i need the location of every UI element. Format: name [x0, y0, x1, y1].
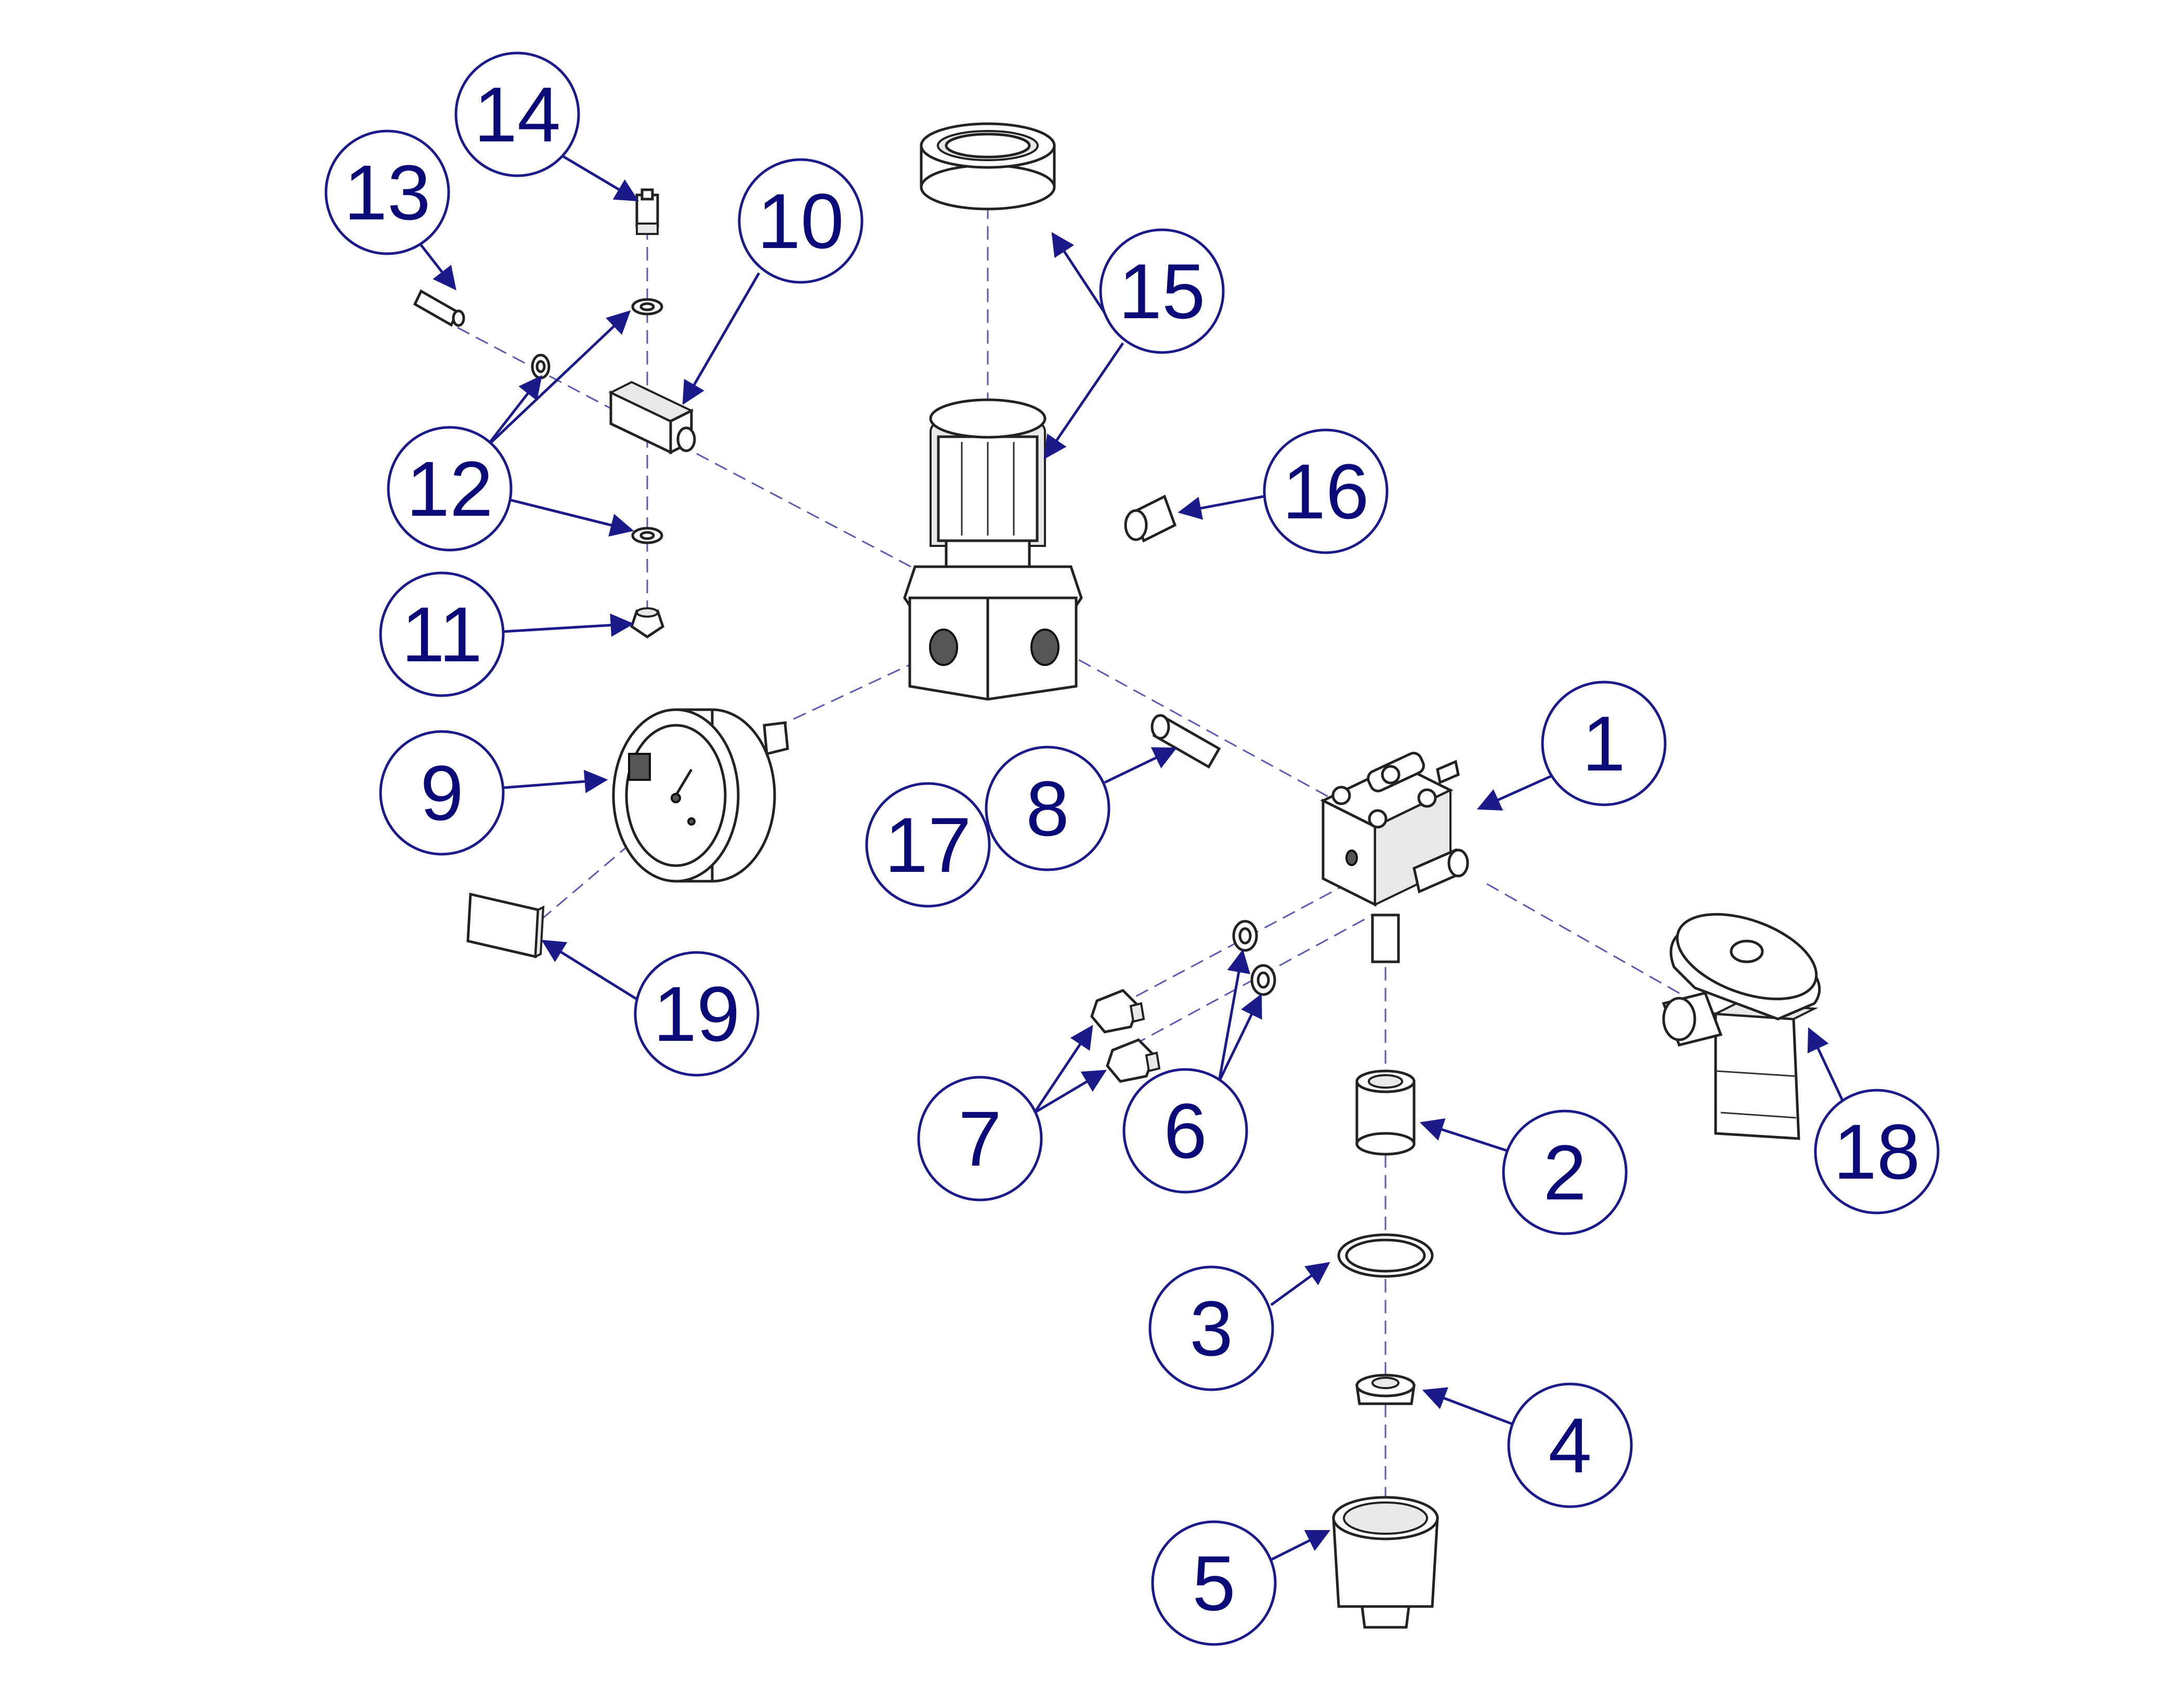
- part-16-plug: [1124, 494, 1177, 543]
- part-5-bowl: [1332, 1496, 1439, 1629]
- part-1-valve-block: [1320, 752, 1469, 963]
- part-8-nipple: [1150, 714, 1221, 769]
- part-4-fitting: [1355, 1374, 1416, 1405]
- callout-10: 10: [738, 158, 864, 284]
- part-12-washers: [531, 298, 663, 544]
- callout-13: 13: [324, 129, 450, 255]
- callout-7: 7: [917, 1076, 1043, 1201]
- part-19-label-plate: [466, 892, 545, 959]
- callout-9: 9: [379, 730, 505, 856]
- regulator-body: [903, 398, 1083, 701]
- callout-19-label: 19: [653, 970, 740, 1057]
- callout-3: 3: [1148, 1265, 1274, 1391]
- callout-3-label: 3: [1189, 1285, 1233, 1372]
- callout-18-label: 18: [1834, 1108, 1920, 1195]
- callout-8-label: 8: [1026, 765, 1069, 852]
- callout-6-label: 6: [1163, 1087, 1207, 1174]
- part-7-plugs: [1090, 989, 1161, 1083]
- callout-1-label: 1: [1582, 700, 1625, 787]
- callout-17: 17: [865, 782, 991, 908]
- leader-lines: [417, 149, 1850, 1561]
- part-15-knurled-ring: [920, 122, 1056, 211]
- callout-9-label: 9: [420, 749, 463, 837]
- callout-1: 1: [1541, 681, 1667, 806]
- callout-14: 14: [454, 51, 580, 177]
- callout-8: 8: [985, 746, 1110, 871]
- callout-15-label: 15: [1119, 247, 1206, 335]
- callout-19: 19: [634, 951, 760, 1077]
- callout-5-label: 5: [1192, 1539, 1235, 1627]
- callout-12-label: 12: [407, 445, 493, 532]
- callout-15: 15: [1099, 228, 1225, 354]
- callout-16: 16: [1263, 428, 1389, 554]
- part-3-gasket: [1337, 1233, 1434, 1278]
- callout-13-label: 13: [344, 149, 431, 236]
- callout-14-label: 14: [474, 71, 561, 158]
- part-14-fitting: [635, 188, 659, 235]
- callout-5: 5: [1151, 1520, 1277, 1646]
- part-18-shutoff-valve: [1662, 913, 1821, 1140]
- callout-11-label: 11: [401, 591, 482, 678]
- part-11-nut: [630, 607, 664, 639]
- callout-6: 6: [1122, 1068, 1248, 1194]
- callout-2: 2: [1502, 1109, 1628, 1235]
- callout-17-label: 17: [885, 801, 972, 889]
- callout-18: 18: [1814, 1089, 1940, 1214]
- callout-4-label: 4: [1548, 1402, 1591, 1489]
- part-13-fitting: [413, 289, 465, 327]
- part-10-tee-adapter: [608, 381, 696, 455]
- part-9-pressure-gauge: [612, 708, 789, 883]
- callout-4: 4: [1507, 1382, 1633, 1508]
- part-6-orings: [1232, 920, 1276, 996]
- callout-11: 11: [379, 571, 505, 697]
- part-2-knurled-nut: [1355, 1069, 1416, 1156]
- callout-10-label: 10: [757, 177, 844, 265]
- callout-12: 12: [387, 426, 513, 552]
- callout-16-label: 16: [1283, 448, 1369, 535]
- callout-7-label: 7: [958, 1095, 1001, 1182]
- callout-2-label: 2: [1543, 1129, 1586, 1216]
